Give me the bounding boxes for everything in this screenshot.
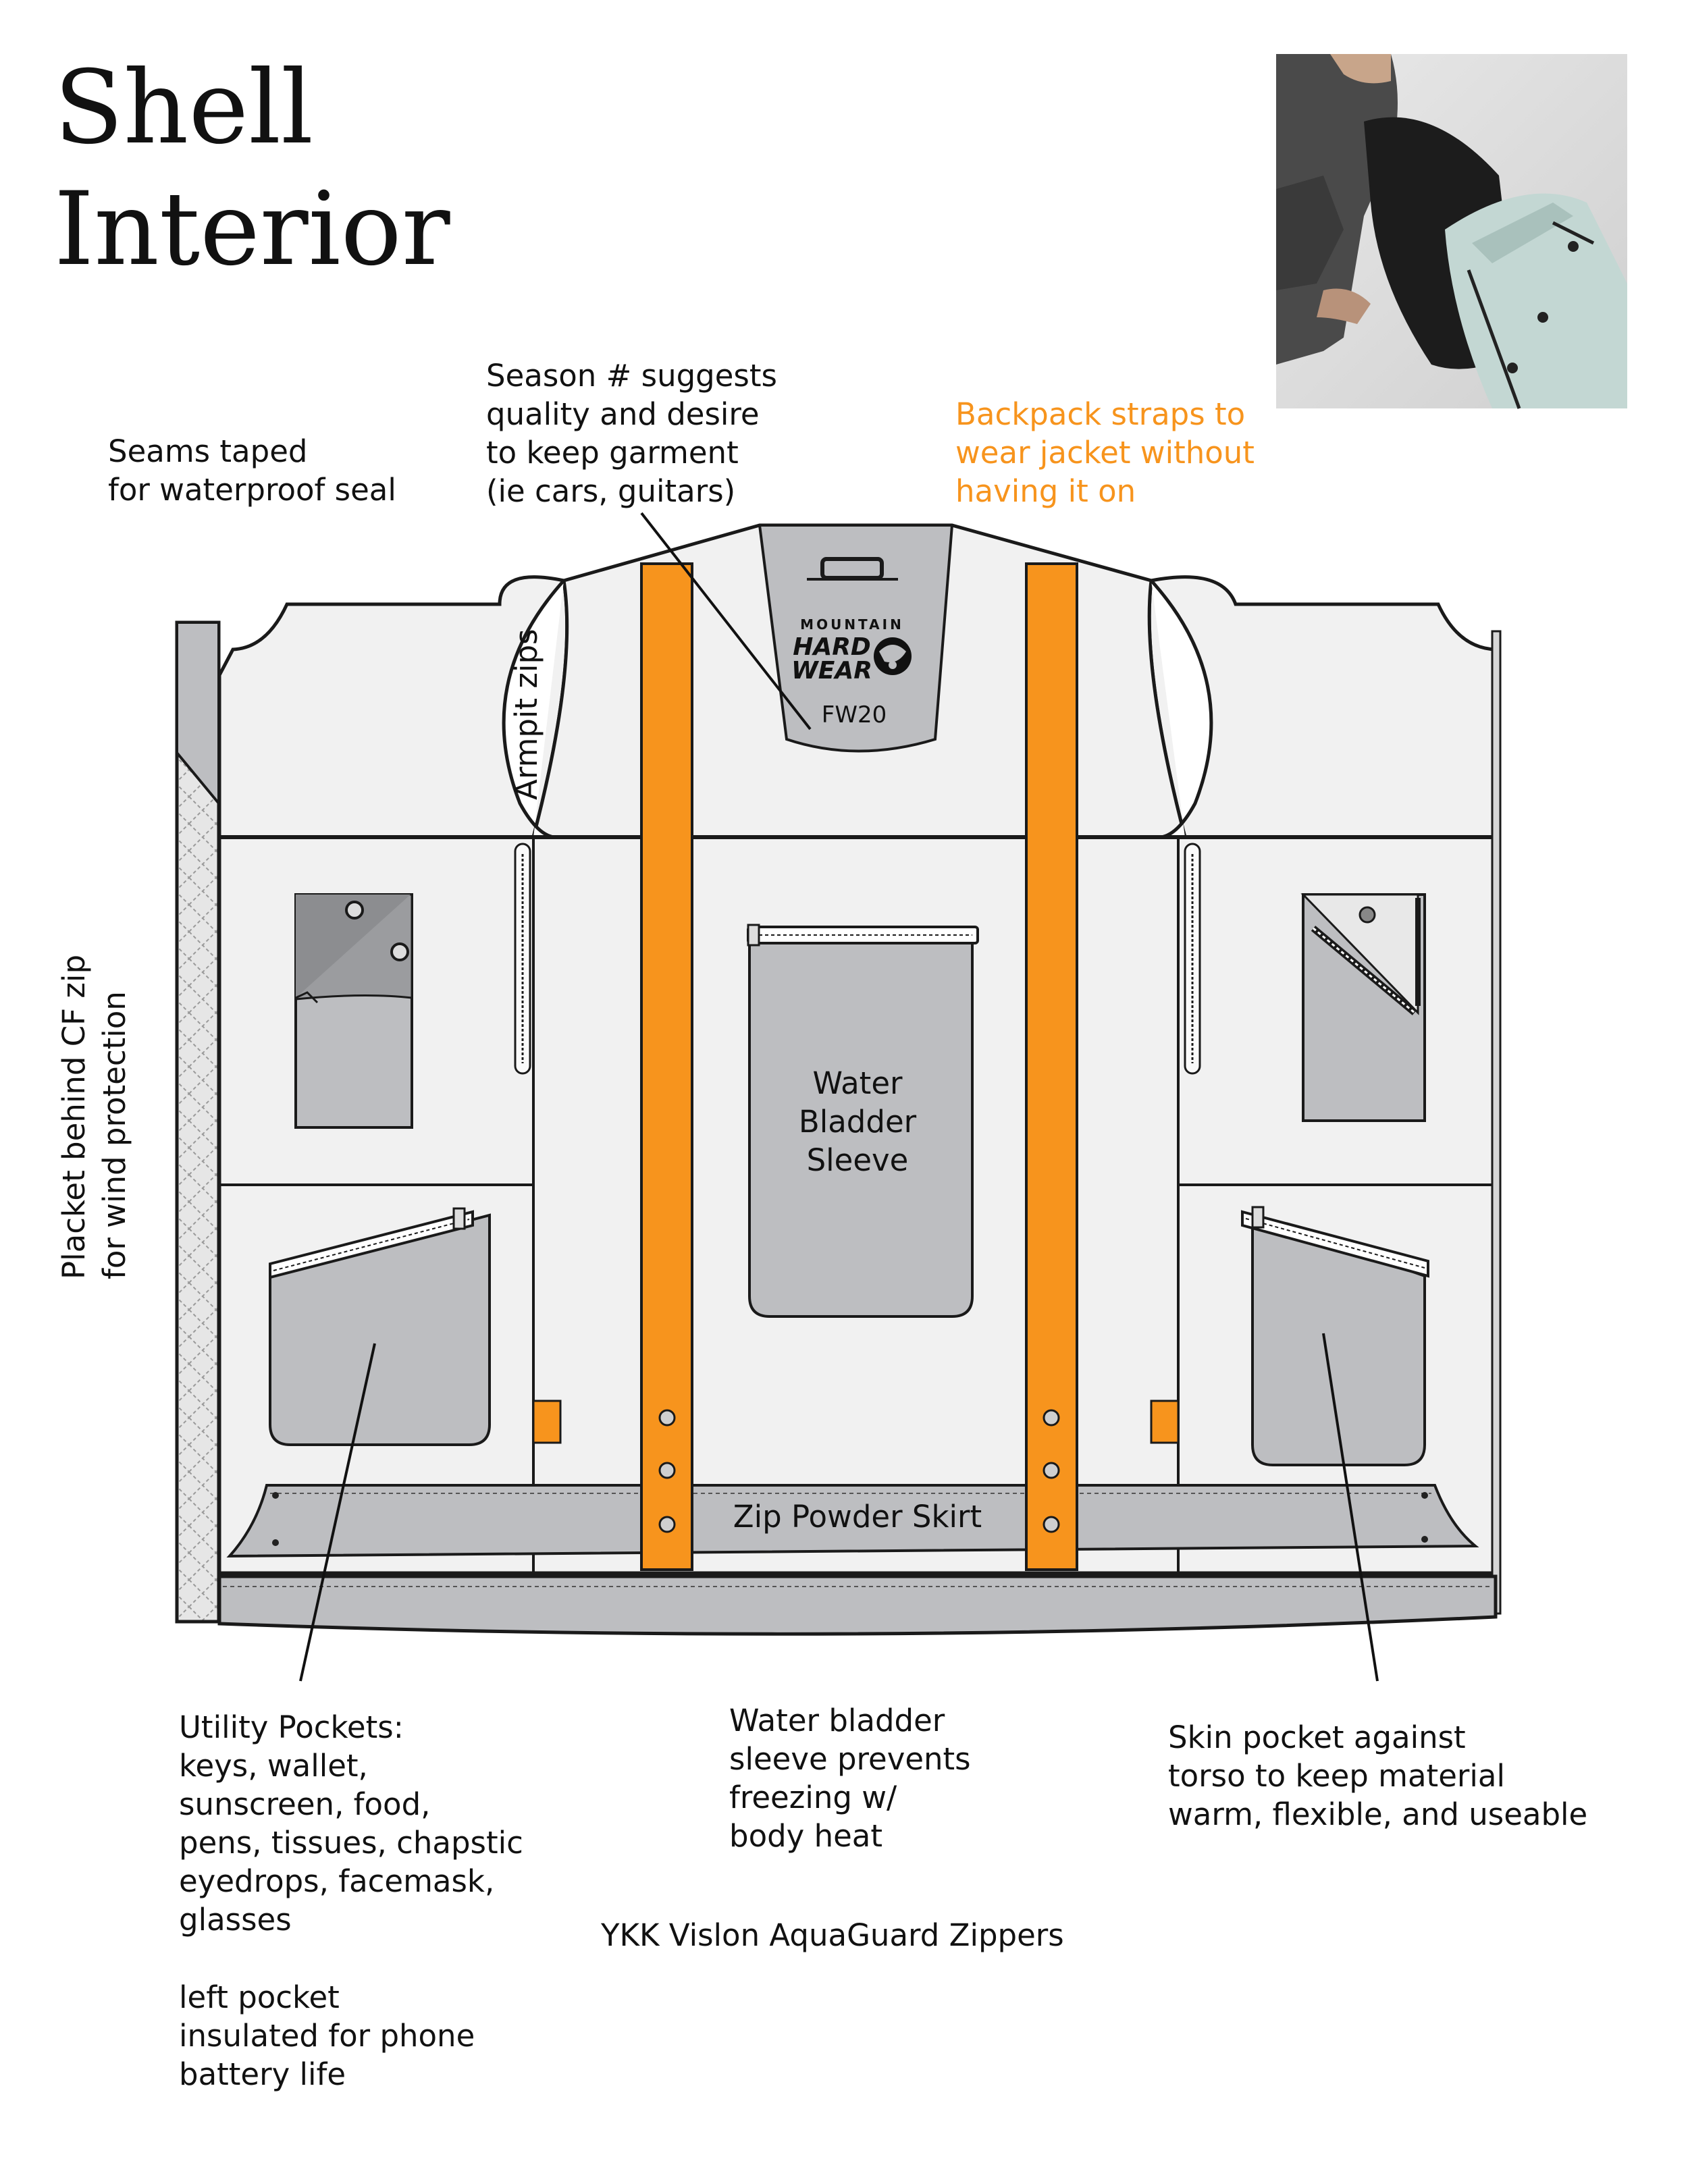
tab-left bbox=[532, 1400, 562, 1444]
note-utility-line-6: glasses bbox=[179, 1902, 292, 1938]
note-placket-line-1: Placket behind CF zip bbox=[56, 954, 92, 1279]
leader-utility bbox=[299, 1343, 376, 1682]
bladder-label-1: Water bbox=[812, 1065, 903, 1101]
note-season-line-2: quality and desire bbox=[486, 396, 760, 432]
note-utility: Utility Pockets: keys, wallet, sunscreen… bbox=[179, 1708, 523, 1939]
lower-left-pocket bbox=[269, 1207, 491, 1446]
note-left-pocket: left pocket insulated for phone battery … bbox=[179, 1978, 475, 2094]
note-season-line-4: (ie cars, guitars) bbox=[486, 473, 736, 509]
backpack-strap-right bbox=[1025, 562, 1078, 1571]
leader-skin bbox=[1322, 1333, 1379, 1682]
note-backpack-line-2: wear jacket without bbox=[955, 435, 1255, 471]
note-left-pocket-line-2: insulated for phone bbox=[179, 2018, 475, 2054]
season-code: FW20 bbox=[822, 701, 887, 728]
title-line-1: Shell bbox=[54, 49, 314, 167]
note-seams: Seams taped for waterproof seal bbox=[108, 432, 396, 509]
note-placket: Placket behind CF zip for wind protectio… bbox=[54, 955, 135, 1279]
note-backpack-line-1: Backpack straps to bbox=[955, 396, 1246, 432]
note-left-pocket-line-3: battery life bbox=[179, 2056, 346, 2092]
note-season: Season # suggests quality and desire to … bbox=[486, 356, 777, 510]
note-placket-line-2: for wind protection bbox=[97, 991, 132, 1279]
note-water-line-1: Water bladder bbox=[729, 1703, 945, 1738]
note-water-line-4: body heat bbox=[729, 1818, 883, 1854]
note-season-line-1: Season # suggests bbox=[486, 358, 777, 394]
upper-left-pocket bbox=[294, 893, 413, 1129]
brand-line-3: WEAR bbox=[791, 657, 872, 685]
brand-logo-icon bbox=[874, 637, 912, 675]
note-season-line-3: to keep garment bbox=[486, 435, 739, 471]
note-backpack-line-3: having it on bbox=[955, 473, 1136, 509]
note-skin-line-1: Skin pocket against bbox=[1168, 1720, 1466, 1755]
note-seams-line-1: Seams taped bbox=[108, 433, 308, 469]
tab-right bbox=[1150, 1400, 1180, 1444]
note-utility-line-3: sunscreen, food, bbox=[179, 1786, 431, 1822]
powder-skirt-label: Zip Powder Skirt bbox=[733, 1499, 982, 1535]
note-skin-line-3: warm, flexible, and useable bbox=[1168, 1796, 1588, 1832]
note-seams-line-2: for waterproof seal bbox=[108, 472, 396, 508]
leader-season bbox=[640, 512, 812, 730]
armpit-zip-right bbox=[1184, 843, 1201, 1075]
water-bladder-sleeve: Water Bladder Sleeve bbox=[747, 924, 979, 1318]
note-left-pocket-line-1: left pocket bbox=[179, 1979, 340, 2015]
backpack-photo bbox=[1276, 54, 1627, 409]
note-skin: Skin pocket against torso to keep materi… bbox=[1168, 1718, 1587, 1834]
brand-line-1: MOUNTAIN bbox=[800, 616, 904, 633]
note-water-line-2: sleeve prevents bbox=[729, 1741, 971, 1777]
leader-lines bbox=[299, 512, 1379, 1682]
armpit-zip-left bbox=[514, 843, 531, 1075]
note-water: Water bladder sleeve prevents freezing w… bbox=[729, 1701, 971, 1855]
lower-right-pocket bbox=[1241, 1206, 1429, 1466]
powder-skirt: Zip Powder Skirt bbox=[226, 1484, 1479, 1558]
upper-right-pocket bbox=[1300, 893, 1426, 1122]
bladder-label-2: Bladder bbox=[799, 1104, 917, 1140]
note-ykk: YKK Vislon AquaGuard Zippers bbox=[601, 1917, 1064, 1953]
note-backpack: Backpack straps to wear jacket without h… bbox=[955, 395, 1255, 510]
note-water-line-3: freezing w/ bbox=[729, 1780, 897, 1815]
title-line-2: Interior bbox=[54, 171, 450, 288]
note-utility-line-1: Utility Pockets: bbox=[179, 1709, 404, 1745]
note-utility-line-4: pens, tissues, chapstic bbox=[179, 1825, 523, 1861]
note-skin-line-2: torso to keep material bbox=[1168, 1758, 1505, 1794]
collar-label: MOUNTAIN HARD WEAR FW20 bbox=[758, 524, 954, 753]
note-utility-line-2: keys, wallet, bbox=[179, 1748, 368, 1784]
backpack-strap-left bbox=[640, 562, 693, 1571]
brand-line-2: HARD bbox=[793, 633, 871, 661]
armpit-zips-label: Armpit zips bbox=[508, 629, 544, 800]
note-utility-line-5: eyedrops, facemask, bbox=[179, 1863, 495, 1899]
bladder-label-3: Sleeve bbox=[807, 1142, 909, 1178]
